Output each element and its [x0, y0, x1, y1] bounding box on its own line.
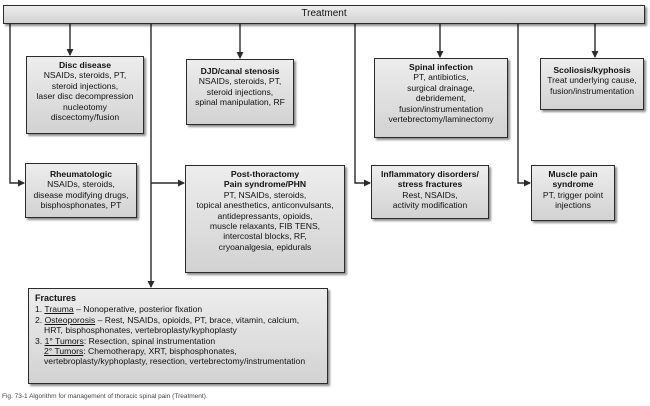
post-thoracotomy-title: Pain syndrome/PHN	[223, 179, 307, 190]
post-thoracotomy-line: cryoanalgesia, epidurals	[218, 241, 312, 252]
disc-disease-line: nucleotomy	[63, 101, 107, 112]
arrow-to-muscle-pain	[517, 24, 531, 187]
item-term: Osteoporosis	[44, 314, 96, 325]
disc-disease-title: Disc disease	[58, 60, 112, 70]
disc-disease-line: laser disc decompression	[36, 91, 134, 102]
arrow-to-rheumatologic	[9, 24, 25, 187]
disc-disease-box: Disc disease NSAIDs, steroids, PT, stero…	[26, 56, 144, 134]
fractures-item-tumors: 3. 1° Tumors: Resection, spinal instrume…	[35, 336, 321, 346]
inflammatory-line: Rest, NSAIDs,	[402, 189, 458, 200]
djd-box: DJD/canal stenosis NSAIDs, steroids, PT,…	[186, 59, 294, 125]
arrow-to-inflammatory	[354, 24, 371, 187]
post-thoracotomy-title: Post-thoractomy	[230, 169, 300, 179]
fractures-item-trauma: 1. Trauma – Nonoperative, posterior fixa…	[35, 304, 321, 314]
item-text: – Rest, NSAIDs, opioids, PT, brace, vita…	[95, 314, 300, 325]
spinal-infection-line: surgical drainage,	[407, 82, 475, 93]
scoliosis-line: fusion/instrumentation	[549, 85, 635, 96]
item-text: – Nonoperative, posterior fixation	[73, 304, 203, 315]
inflammatory-line: activity modification	[392, 200, 468, 211]
post-thoracotomy-line: intercostal blocks, RF,	[223, 231, 307, 242]
item-text: : Chemotherapy, XRT, bisphosphonates,	[83, 346, 237, 357]
post-thoracotomy-line: topical anesthetics, anticonvulsants,	[196, 200, 334, 211]
spinal-infection-line: PT, antibiotics,	[413, 72, 469, 83]
inflammatory-title: Inflammatory disorders/	[381, 169, 479, 179]
djd-line: spinal manipulation, RF	[195, 97, 285, 108]
rheumatologic-box: Rheumatologic NSAIDs, steroids, disease …	[25, 163, 137, 218]
muscle-pain-title: Muscle pain	[548, 169, 598, 179]
item-number: 3.	[35, 335, 43, 346]
rheumatologic-line: NSAIDs, steroids,	[47, 179, 115, 190]
inflammatory-title: stress fractures	[397, 179, 463, 190]
fractures-item-continuation: vertebroplasty/kyphoplasty, resection, v…	[44, 356, 306, 367]
post-thoracotomy-line: muscle relaxants, FIB TENS,	[209, 221, 321, 232]
djd-line: steroid injections,	[206, 86, 274, 97]
fractures-item-continuation: HRT, bisphosphonates, vertebroplasty/kyp…	[44, 325, 237, 336]
fractures-title: Fractures	[35, 293, 77, 303]
post-thoracotomy-line: antidepressants, opioids,	[217, 210, 313, 221]
muscle-pain-title: syndrome	[552, 179, 594, 190]
spinal-infection-box: Spinal infection PT, antibiotics, surgic…	[374, 58, 508, 138]
scoliosis-line: Treat underlying cause,	[547, 75, 637, 86]
spinal-infection-line: debridement,	[415, 93, 467, 104]
djd-line: NSAIDs, steroids, PT,	[198, 76, 282, 87]
post-thoracotomy-line: PT, NSAIDs, steroids,	[223, 189, 307, 200]
muscle-pain-box: Muscle pain syndrome PT, trigger point i…	[531, 165, 615, 221]
scoliosis-title: Scoliosis/kyphosis	[553, 65, 631, 75]
spinal-infection-line: fusion/instrumentation	[398, 103, 484, 114]
spinal-infection-title: Spinal infection	[409, 62, 473, 72]
fractures-item-osteoporosis: 2. Osteoporosis – Rest, NSAIDs, opioids,…	[35, 315, 321, 325]
item-term: 1° Tumors	[44, 335, 84, 346]
treatment-label: Treatment	[301, 8, 347, 19]
disc-disease-line: discectomy/fusion	[50, 112, 120, 123]
fractures-box: Fractures 1. Trauma – Nonoperative, post…	[28, 288, 328, 384]
post-thoracotomy-box: Post-thoractomy Pain syndrome/PHN PT, NS…	[185, 165, 345, 273]
disc-disease-line: NSAIDs, steroids, PT,	[43, 70, 127, 81]
disc-disease-line: steroid injections,	[51, 80, 119, 91]
scoliosis-box: Scoliosis/kyphosis Treat underlying caus…	[540, 58, 644, 110]
fractures-item-secondary-tumors: 2° Tumors: Chemotherapy, XRT, bisphospho…	[35, 346, 321, 356]
rheumatologic-line: bisphosphonates, PT	[40, 200, 122, 211]
rheumatologic-title: Rheumatologic	[49, 169, 113, 179]
item-number: 1.	[35, 304, 43, 315]
muscle-pain-line: injections	[555, 200, 591, 211]
treatment-box: Treatment	[3, 5, 645, 24]
rheumatologic-line: disease modifying drugs,	[33, 189, 129, 200]
inflammatory-box: Inflammatory disorders/ stress fractures…	[371, 165, 489, 219]
item-number: 2.	[35, 314, 43, 325]
item-text: : Resection, spinal instrumentation	[83, 335, 216, 346]
spinal-infection-line: vertebrectomy/laminectomy	[388, 114, 494, 125]
figure-caption: Fig. 73-1 Algorithm for management of th…	[2, 393, 208, 400]
item-term: Trauma	[44, 304, 74, 315]
djd-title: DJD/canal stenosis	[200, 66, 280, 76]
muscle-pain-line: PT, trigger point	[542, 189, 604, 200]
item-term: 2° Tumors	[44, 346, 84, 357]
